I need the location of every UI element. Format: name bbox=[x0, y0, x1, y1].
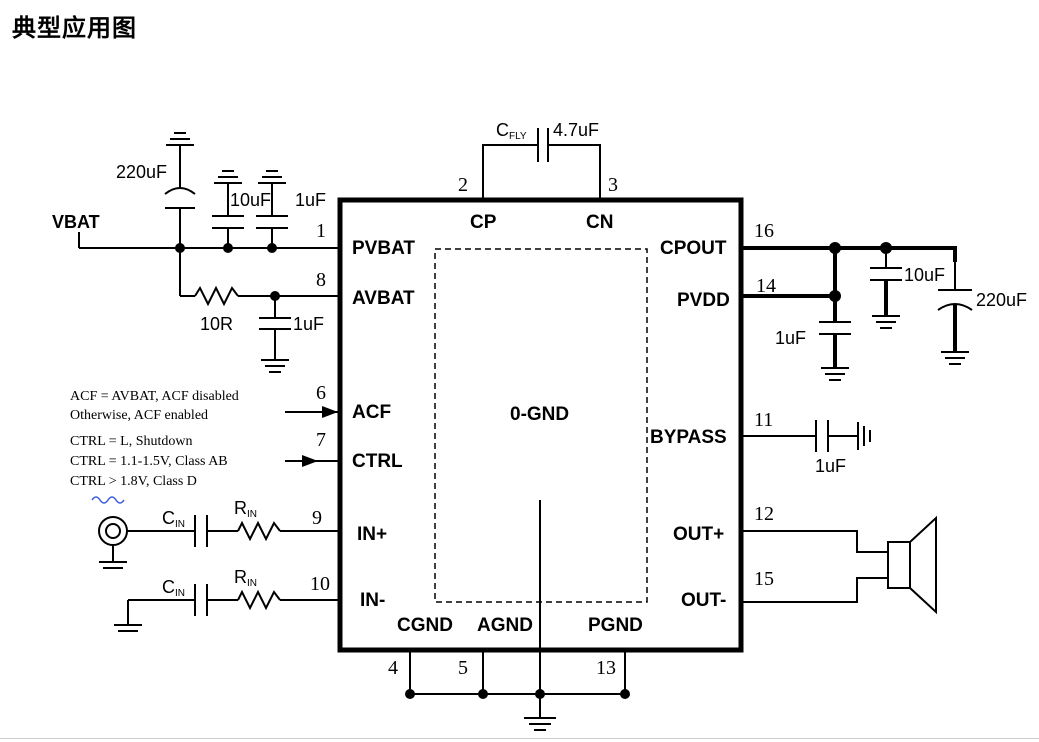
pin-num-5: 5 bbox=[458, 657, 468, 679]
pin-name-cpout: CPOUT bbox=[660, 238, 727, 259]
pin-num-4: 4 bbox=[388, 657, 398, 679]
c-10uf-left-label: 10uF bbox=[230, 190, 271, 210]
c-1uf-pvdd-label: 1uF bbox=[775, 328, 806, 348]
pin-num-15: 15 bbox=[754, 568, 774, 590]
pin-name-pvdd: PVDD bbox=[677, 290, 730, 311]
r-10r-label: 10R bbox=[200, 314, 233, 334]
capacitor-220uf-left bbox=[164, 132, 196, 248]
pin-name-out-plus: OUT+ bbox=[673, 524, 724, 545]
pin-name-out-minus: OUT- bbox=[681, 590, 726, 611]
pin-num-7: 7 bbox=[316, 429, 326, 451]
signal-source-icon bbox=[98, 516, 128, 569]
pin-num-12: 12 bbox=[754, 503, 774, 525]
capacitor-220uf-right bbox=[937, 262, 973, 365]
pin-num-14: 14 bbox=[756, 275, 776, 297]
c-220uf-left-label: 220uF bbox=[116, 162, 167, 182]
vbat-label: VBAT bbox=[52, 212, 100, 232]
pin-num-8: 8 bbox=[316, 269, 326, 291]
pin-name-acf: ACF bbox=[352, 402, 391, 423]
page-title: 典型应用图 bbox=[12, 14, 137, 42]
pin-num-13: 13 bbox=[596, 657, 616, 679]
resistor-rin-1 bbox=[237, 520, 281, 542]
pin-num-6: 6 bbox=[316, 382, 326, 404]
cin-1-label: CIN bbox=[162, 508, 185, 530]
c-1uf-left-label: 1uF bbox=[295, 190, 326, 210]
pin-name-bypass: BYPASS bbox=[650, 427, 727, 448]
acf-note-line1: ACF = AVBAT, ACF disabled bbox=[70, 389, 239, 404]
pin-name-avbat: AVBAT bbox=[352, 288, 415, 309]
pin-name-agnd: AGND bbox=[477, 615, 533, 636]
pin-name-in-plus: IN+ bbox=[357, 524, 387, 545]
ctrl-arrow-icon bbox=[302, 455, 318, 467]
capacitor-1uf-pvdd bbox=[819, 296, 851, 381]
rin-2-label: RIN bbox=[234, 567, 257, 589]
signal-wave-icon bbox=[91, 496, 125, 504]
ctrl-note-line2: CTRL = 1.1-1.5V, Class AB bbox=[70, 454, 228, 469]
resistor-10r bbox=[194, 285, 239, 307]
cfly-value-label: 4.7uF bbox=[553, 120, 599, 140]
cfly-label: CFLY bbox=[496, 120, 527, 142]
capacitor-1uf-left bbox=[256, 170, 288, 248]
rin-1-label: RIN bbox=[234, 498, 257, 520]
capacitor-1uf-avbat bbox=[259, 296, 291, 373]
pin-num-1: 1 bbox=[316, 220, 326, 242]
pin-num-11: 11 bbox=[754, 409, 773, 431]
pin-num-9: 9 bbox=[312, 507, 322, 529]
c-10uf-right-label: 10uF bbox=[904, 265, 945, 285]
pin-num-16: 16 bbox=[754, 220, 774, 242]
c-220uf-right-label: 220uF bbox=[976, 290, 1027, 310]
acf-note-line2: Otherwise, ACF enabled bbox=[70, 408, 208, 423]
c-1uf-bypass-label: 1uF bbox=[815, 456, 846, 476]
pin-name-cn: CN bbox=[586, 212, 613, 233]
ground-symbol-bottom bbox=[524, 717, 556, 731]
pin-num-3: 3 bbox=[608, 174, 618, 196]
pin-name-pgnd: PGND bbox=[588, 615, 643, 636]
ctrl-note-line3: CTRL > 1.8V, Class D bbox=[70, 474, 197, 489]
cin-2-label: CIN bbox=[162, 577, 185, 599]
pin-name-cgnd: CGND bbox=[397, 615, 453, 636]
page-divider bbox=[0, 738, 1039, 739]
c-1uf-avbat-label: 1uF bbox=[293, 314, 324, 334]
pin-name-pvbat: PVBAT bbox=[352, 238, 415, 259]
pin-name-ctrl: CTRL bbox=[352, 451, 403, 472]
pin-name-in-minus: IN- bbox=[360, 590, 385, 611]
pin-name-cp: CP bbox=[470, 212, 497, 233]
capacitor-10uf-right bbox=[870, 248, 902, 329]
resistor-rin-2 bbox=[237, 589, 281, 611]
pin-num-2: 2 bbox=[458, 174, 468, 196]
pin-num-10: 10 bbox=[310, 573, 330, 595]
center-label: 0-GND bbox=[510, 404, 569, 425]
ctrl-note-line1: CTRL = L, Shutdown bbox=[70, 434, 193, 449]
speaker-icon bbox=[887, 515, 937, 615]
capacitor-10uf-left bbox=[212, 170, 244, 248]
acf-arrow-icon bbox=[322, 406, 338, 418]
